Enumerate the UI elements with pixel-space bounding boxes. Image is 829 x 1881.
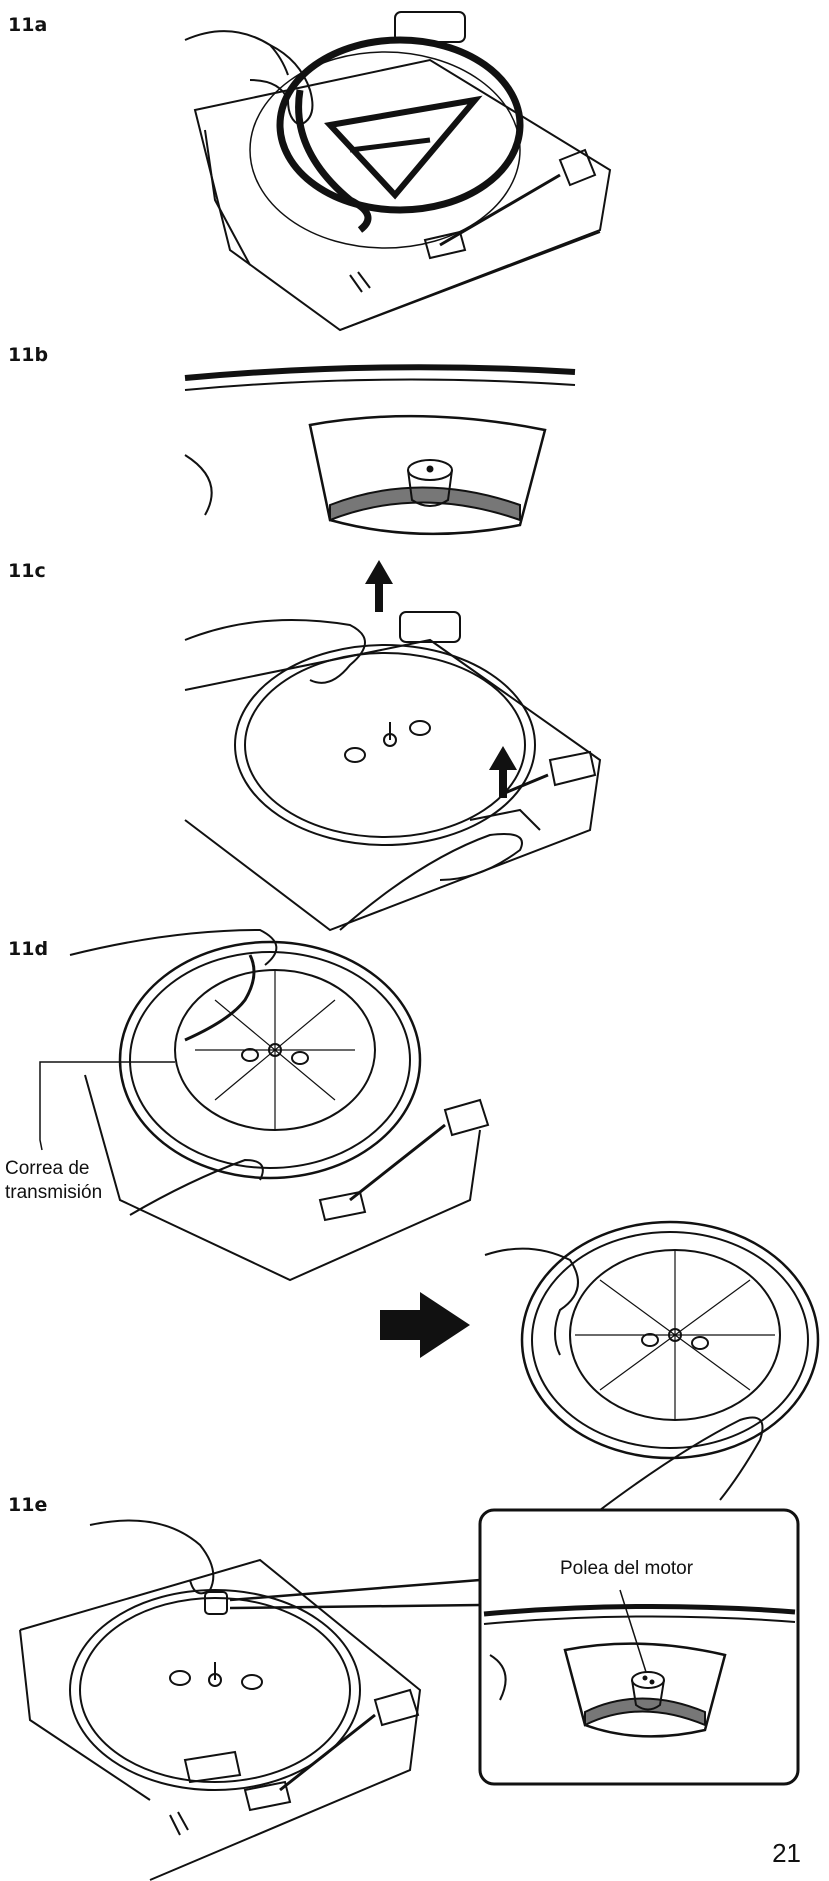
step-label-11d: 11d (8, 938, 49, 960)
drive-belt-callout: Correa de transmisión (5, 1158, 103, 1203)
step-label-11c: 11c (8, 560, 46, 582)
step-label-11b: 11b (8, 344, 49, 366)
page-number: 21 (772, 1838, 801, 1868)
step-label-11a: 11a (8, 14, 48, 36)
motor-pulley-callout: Polea del motor (560, 1558, 694, 1579)
step-label-11e: 11e (8, 1494, 48, 1516)
